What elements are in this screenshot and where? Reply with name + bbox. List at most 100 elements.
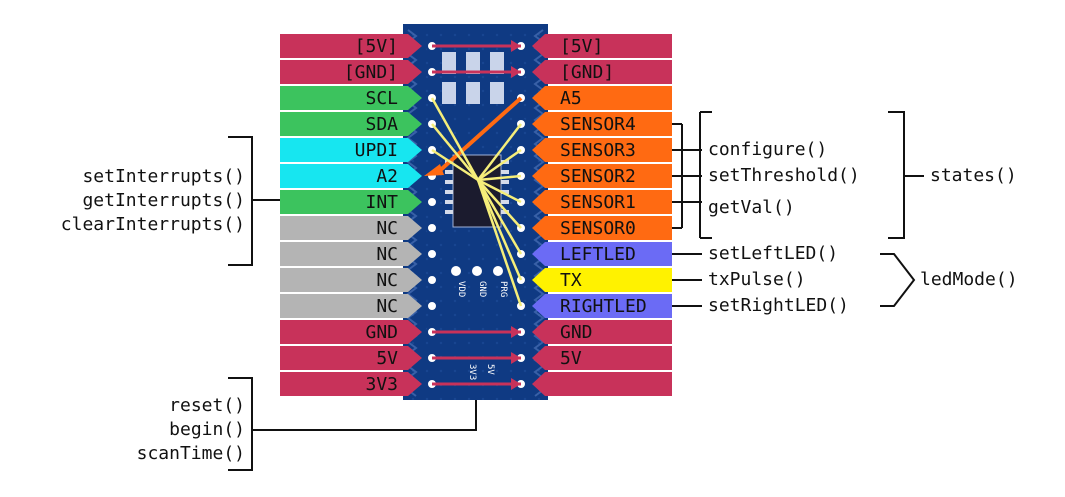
smd-component xyxy=(490,82,504,104)
power-link-arrow-13 xyxy=(511,352,521,364)
left-pin-12 xyxy=(280,320,422,344)
left-pin-hole-8 xyxy=(426,222,438,234)
power-link-arrow-2 xyxy=(511,66,521,78)
left-pin-label-gnd: [GND] xyxy=(344,62,398,83)
left-pin-hole-7 xyxy=(426,196,438,208)
right-pin-label-gnd: [GND] xyxy=(560,62,614,83)
smd-component xyxy=(442,82,456,104)
left-pin-hole-9 xyxy=(426,248,438,260)
right-pin-label-5v: [5V] xyxy=(560,36,603,57)
right-pin-13 xyxy=(532,346,672,370)
right-pin-1 xyxy=(532,34,672,58)
sensor-functions-bracket-left xyxy=(699,111,712,239)
right-io-wire-6 xyxy=(477,174,522,182)
silkscreen-3v3: 3V3 xyxy=(467,364,477,380)
silkscreen-vdd: VDD xyxy=(456,281,466,297)
left-pin-hole-11 xyxy=(426,300,438,312)
right-pin-4 xyxy=(532,112,672,136)
left-io-wire-4 xyxy=(431,123,479,181)
right-pin-12 xyxy=(532,320,672,344)
fn-begin: begin() xyxy=(169,419,245,440)
left-pin-10 xyxy=(280,268,422,292)
right-pin-label-sensor1: SENSOR1 xyxy=(560,192,636,213)
fn-tx-pulse: txPulse() xyxy=(708,269,806,290)
left-pin-label-updi: UPDI xyxy=(355,140,398,161)
left-pin-label-gnd: GND xyxy=(365,322,398,343)
right-io-wire-7 xyxy=(477,178,522,204)
right-pin-label-a5: A5 xyxy=(560,88,582,109)
right-pin-label-5v: 5V xyxy=(560,348,582,369)
right-io-wire-5 xyxy=(477,148,522,182)
header-pad-prg xyxy=(491,264,505,278)
right-pin-8 xyxy=(532,216,672,240)
right-io-wire-4 xyxy=(477,123,522,181)
smd-component xyxy=(442,52,456,74)
left-io-wire-5 xyxy=(431,148,479,182)
power-link-arrow-1 xyxy=(511,40,521,52)
left-io-wire-3 xyxy=(430,97,480,181)
fn-scan-time: scanTime() xyxy=(137,443,245,464)
fn-get-interrupts: getInterrupts() xyxy=(82,190,245,211)
silkscreen-5v: 5V xyxy=(485,364,495,375)
right-pin-7 xyxy=(532,190,672,214)
right-pin-label-sensor3: SENSOR3 xyxy=(560,140,636,161)
sensor-pin-ticks xyxy=(672,123,682,229)
right-pin-label-leftled: LEFTLED xyxy=(560,244,636,265)
fn-clear-interrupts: clearInterrupts() xyxy=(61,214,245,235)
smd-component xyxy=(466,52,480,74)
right-pin-11 xyxy=(532,294,672,318)
left-pin-13 xyxy=(280,346,422,370)
right-pin-6 xyxy=(532,164,672,188)
right-io-wire-10 xyxy=(476,179,523,281)
left-pin-label-a2: A2 xyxy=(376,166,398,187)
fn-set-threshold: setThreshold() xyxy=(708,165,860,186)
right-pin-10 xyxy=(532,268,672,292)
left-pin-8 xyxy=(280,216,422,240)
left-pin-7 xyxy=(280,190,422,214)
power-link-arrow-12 xyxy=(511,326,521,338)
fn-reset: reset() xyxy=(169,395,245,416)
left-pin-11 xyxy=(280,294,422,318)
left-pin-label-nc: NC xyxy=(376,270,398,291)
silkscreen-gnd: GND xyxy=(477,281,487,297)
right-pin-column: [5V] [GND] A5SENSOR4SENSOR3SENSOR2SENSOR1S… xyxy=(515,34,672,396)
breakout-board: VDD GND PRG 5V 3V3 xyxy=(403,24,548,400)
sensor-function-leads xyxy=(682,149,702,203)
left-pin-label-nc: NC xyxy=(376,218,398,239)
right-pin-label-sensor4: SENSOR4 xyxy=(560,114,636,135)
right-pin-label-rightled: RIGHTLED xyxy=(560,296,647,317)
header-pad-vdd xyxy=(449,264,463,278)
general-bracket xyxy=(228,377,253,471)
left-pin-14 xyxy=(280,372,422,396)
right-pin-label-sensor0: SENSOR0 xyxy=(560,218,636,239)
power-link-arrow-14 xyxy=(511,378,521,390)
right-pin-9 xyxy=(532,242,672,266)
left-pin-hole-10 xyxy=(426,274,438,286)
right-io-wire-11 xyxy=(476,179,523,307)
right-pin-label-tx: TX xyxy=(560,270,582,291)
led-function-leads xyxy=(672,253,702,307)
fn-set-right-led: setRightLED() xyxy=(708,295,849,316)
left-pin-label-nc: NC xyxy=(376,296,398,317)
silkscreen-prg: PRG xyxy=(498,281,508,297)
led-mode-bracket xyxy=(880,253,916,307)
a5-to-a2-arrow xyxy=(424,164,444,176)
right-pin-3 xyxy=(532,86,672,110)
left-pin-label-sda: SDA xyxy=(365,114,398,135)
left-pin-3 xyxy=(280,86,422,110)
right-io-wire-9 xyxy=(476,179,523,255)
fn-set-interrupts: setInterrupts() xyxy=(82,166,245,187)
left-pin-label-int: INT xyxy=(365,192,398,213)
left-pin-2 xyxy=(280,60,422,84)
left-pin-label-5v: [5V] xyxy=(355,36,398,57)
general-connector xyxy=(252,400,477,431)
right-pin-label-gnd: GND xyxy=(560,322,593,343)
left-pin-label-5v: 5V xyxy=(376,348,398,369)
left-pin-label-3v3: 3V3 xyxy=(365,374,398,395)
fn-configure: configure() xyxy=(708,139,827,160)
pin-connections xyxy=(424,40,523,390)
left-pin-9 xyxy=(280,242,422,266)
right-pin-label-sensor2: SENSOR2 xyxy=(560,166,636,187)
left-pin-6 xyxy=(280,164,422,188)
